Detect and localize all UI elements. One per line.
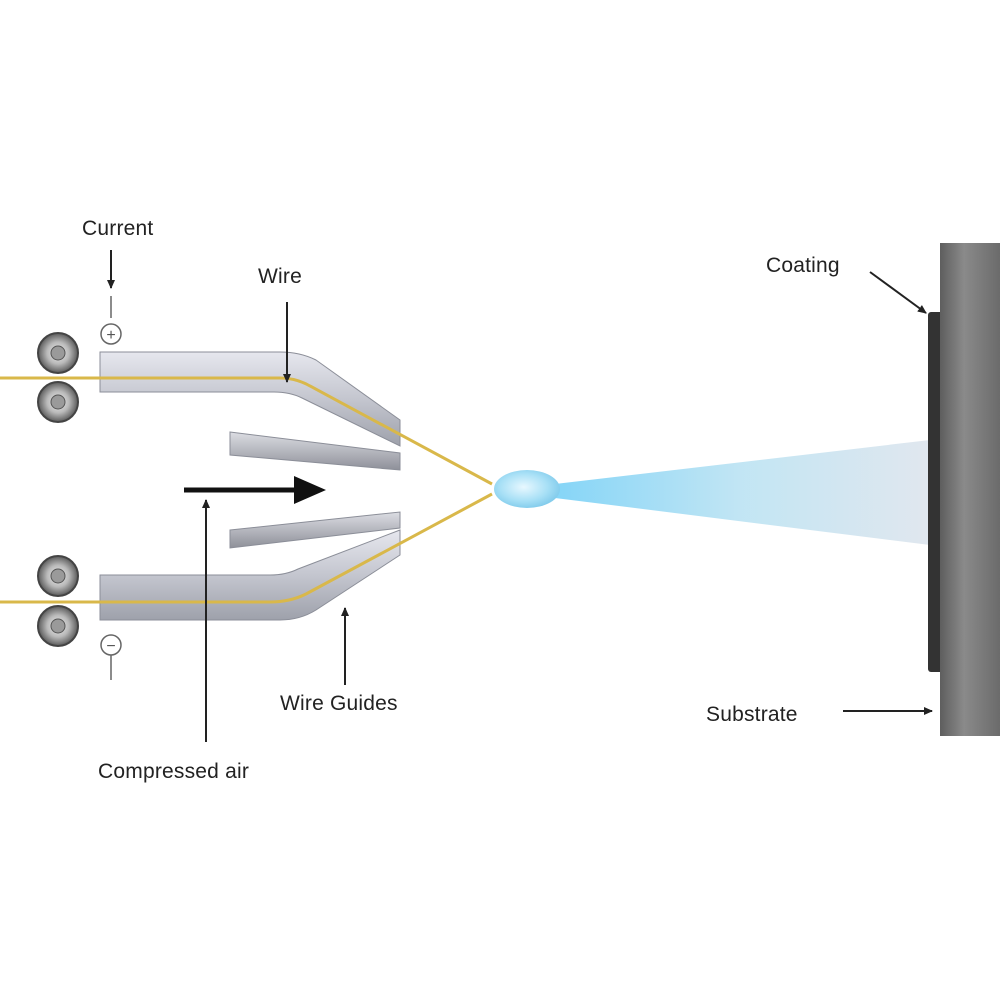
compressed-air-label: Compressed air — [98, 760, 250, 783]
arc-molten-glob — [494, 470, 560, 508]
positive-terminal: + — [100, 323, 122, 345]
spray-plume — [555, 440, 930, 545]
substrate-label: Substrate — [706, 703, 798, 726]
lower-air-nozzle — [229, 511, 401, 549]
positive-symbol: + — [106, 327, 115, 344]
lower-wire — [0, 492, 493, 604]
negative-terminal: − — [100, 634, 122, 656]
upper-wire — [0, 376, 493, 486]
substrate-plate — [940, 243, 1000, 736]
negative-symbol: − — [106, 638, 115, 655]
wire-guides-label: Wire Guides — [280, 692, 398, 715]
coating-arrow — [869, 271, 927, 314]
lower-wire-guide — [99, 529, 401, 621]
lower-feed-rollers — [37, 555, 79, 647]
current-label: Current — [82, 217, 154, 240]
upper-wire-guide — [99, 351, 401, 447]
wire-label: Wire — [258, 265, 302, 288]
upper-feed-rollers — [37, 332, 79, 423]
air-flow-arrow-head — [294, 476, 326, 504]
upper-air-nozzle — [229, 431, 401, 471]
coating-label: Coating — [766, 254, 840, 277]
